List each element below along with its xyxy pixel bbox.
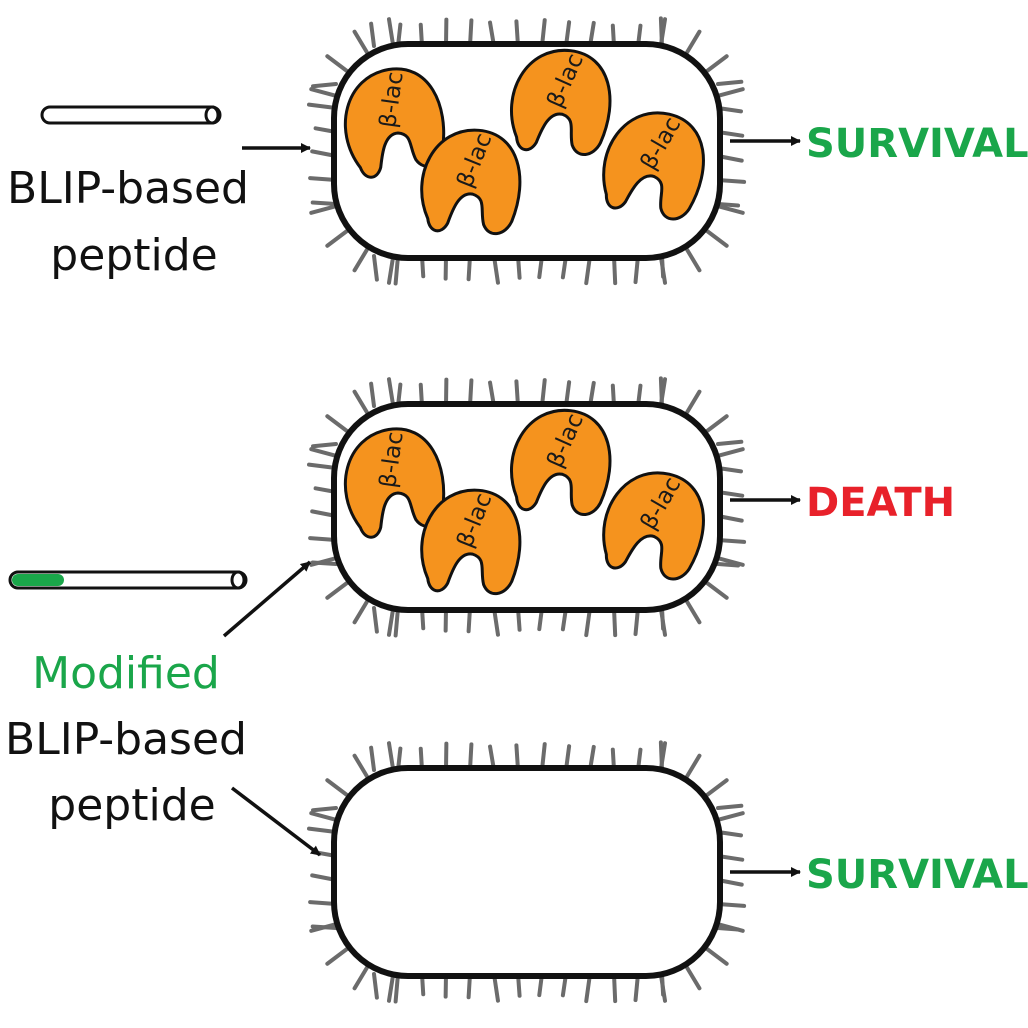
cell-pilus xyxy=(325,414,351,434)
cell-pilus xyxy=(658,377,668,407)
cell-pilus xyxy=(684,246,702,273)
cell-pilus xyxy=(325,54,351,74)
cell-pilus xyxy=(325,946,351,966)
cell-pilus xyxy=(658,255,668,285)
cell-pilus xyxy=(386,377,396,407)
cell-pilus xyxy=(715,556,745,567)
cell-pilus xyxy=(369,745,376,772)
arrow-mod-to-bottom-cell xyxy=(230,786,322,857)
cell-pilus xyxy=(352,753,370,780)
cell-pilus xyxy=(658,607,668,637)
modified-label-line1: Modified xyxy=(32,648,220,699)
cell-pilus xyxy=(703,228,729,248)
cell-pilus xyxy=(352,964,370,991)
modified-label-line3: peptide xyxy=(48,780,215,831)
cell-pilus xyxy=(703,778,729,798)
cell-pilus xyxy=(306,102,338,110)
cell-pilus xyxy=(311,806,338,813)
cell-pilus xyxy=(658,973,668,1003)
cell-pilus xyxy=(684,29,702,56)
peptide-rod-top xyxy=(40,105,222,125)
cell-pilus xyxy=(369,21,376,48)
cell-pilus xyxy=(715,811,745,822)
cell-pilus xyxy=(684,389,702,416)
cell-pilus xyxy=(372,606,379,634)
cell-pilus xyxy=(386,973,396,1003)
cell-pilus xyxy=(716,79,744,86)
cell-pilus xyxy=(325,778,351,798)
arrow-mod-to-middle-cell xyxy=(222,560,312,638)
cell-pilus xyxy=(325,228,351,248)
cell-pilus xyxy=(393,606,400,638)
cell-pilus xyxy=(684,598,702,625)
cell-pilus xyxy=(311,442,338,449)
cell-pilus xyxy=(715,204,745,215)
cell-pilus xyxy=(309,922,339,933)
cell-membrane xyxy=(331,765,723,979)
cell-pilus xyxy=(716,439,744,446)
cell-pilus xyxy=(703,946,729,966)
cell-pilus xyxy=(715,87,745,98)
beta-lactamase-enzyme: β-lac xyxy=(602,111,705,221)
cell-pilus xyxy=(352,246,370,273)
cell-pilus xyxy=(309,447,339,458)
outcome-death: DEATH xyxy=(806,480,955,526)
outcome-survival-top: SURVIVAL xyxy=(806,121,1028,167)
cell-pilus xyxy=(703,54,729,74)
cell-pilus xyxy=(386,255,396,285)
beta-lactamase-enzyme: β-lac xyxy=(602,471,705,581)
cell-pilus xyxy=(715,447,745,458)
modified-label-line2: BLIP-based xyxy=(5,714,247,765)
cell-pilus xyxy=(716,803,744,810)
beta-lactamase-enzyme: β-lac xyxy=(510,408,612,516)
cell-pilus xyxy=(386,741,396,771)
bacterium-cell-bottom xyxy=(306,740,747,1004)
cell-pilus xyxy=(369,381,376,408)
cell-pilus xyxy=(352,389,370,416)
modified-peptide-rod xyxy=(8,570,248,590)
cell-pilus xyxy=(309,87,339,98)
cell-pilus xyxy=(393,972,400,1004)
cell-pilus xyxy=(311,82,338,89)
cell-pilus xyxy=(310,200,338,206)
outcome-survival-bottom: SURVIVAL xyxy=(806,852,1028,898)
cell-pilus xyxy=(386,607,396,637)
cell-pilus xyxy=(352,598,370,625)
cell-pilus xyxy=(684,753,702,780)
cell-pilus xyxy=(715,922,745,933)
peptide-modification-segment xyxy=(12,574,64,586)
cell-pilus xyxy=(306,826,338,834)
cell-pilus xyxy=(325,580,351,600)
cell-pilus xyxy=(684,964,702,991)
beta-lactamase-enzyme: β-lac xyxy=(420,128,522,236)
cell-pilus xyxy=(372,254,379,282)
cell-pilus xyxy=(703,580,729,600)
cell-pilus xyxy=(306,462,338,470)
cell-pilus xyxy=(309,204,339,215)
cell-pilus xyxy=(393,254,400,286)
peptide-label-top-line1: BLIP-based xyxy=(7,163,249,214)
cell-pilus xyxy=(386,17,396,47)
cell-pilus xyxy=(658,741,668,771)
cell-pilus xyxy=(703,414,729,434)
cell-pilus xyxy=(716,202,741,208)
peptide-label-top-line2: peptide xyxy=(50,230,217,281)
cell-pilus xyxy=(716,562,741,568)
cell-pilus xyxy=(309,811,339,822)
cell-pilus xyxy=(309,556,339,567)
beta-lactamase-enzyme: β-lac xyxy=(510,48,612,156)
cell-pilus xyxy=(372,972,379,1000)
cell-pilus xyxy=(658,17,668,47)
cell-pilus xyxy=(352,29,370,56)
beta-lactamase-enzyme: β-lac xyxy=(420,488,522,596)
